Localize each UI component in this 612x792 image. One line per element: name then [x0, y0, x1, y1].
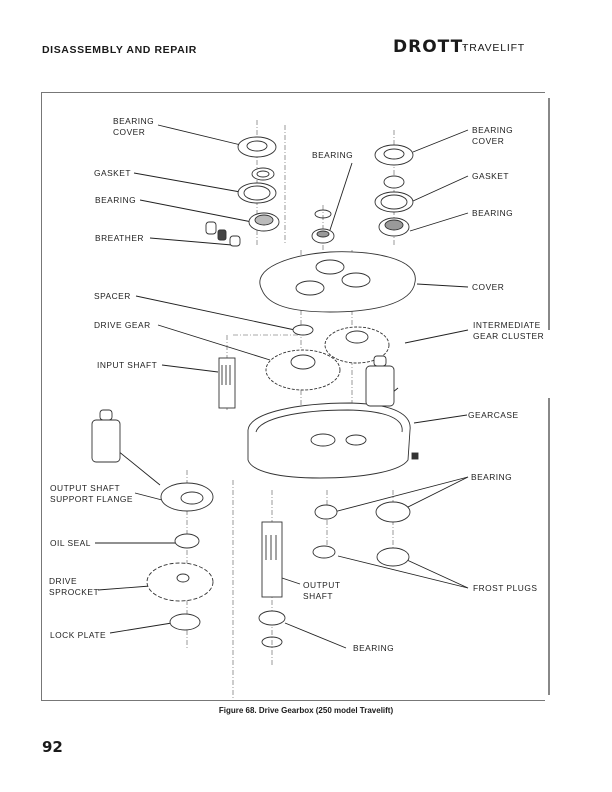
input-shaft-part: [218, 357, 236, 409]
leader-input-shaft: [161, 364, 219, 373]
label-bearing-center: BEARING: [312, 150, 354, 160]
seal-left-part: [251, 167, 275, 181]
leader-lock-plate: [109, 621, 179, 634]
leader-breather: [149, 237, 233, 246]
oil-seal-part: [174, 533, 200, 549]
bearing-lower-left-part: [314, 504, 338, 520]
leader-bearing-right: [409, 212, 469, 232]
label-bearing-left: BEARING: [95, 195, 137, 205]
margin-rule-top: [548, 98, 550, 330]
leader-bearing-lower-b: [401, 476, 469, 511]
label-bearing-cover-left: BEARING COVER: [113, 116, 155, 137]
section-title: DISASSEMBLY AND REPAIR: [42, 44, 197, 56]
label-bearing-right: BEARING: [472, 208, 514, 218]
label-oil-seal: OIL SEAL: [50, 538, 91, 548]
drive-gear-part: [265, 349, 341, 391]
leader-cover: [416, 283, 469, 288]
page-number: 92: [42, 738, 63, 756]
label-intermediate-gear-cluster: INTERMEDIATE GEAR CLUSTER: [473, 320, 545, 341]
seal-right-part: [383, 175, 405, 189]
leader-gasket-right: [412, 175, 469, 202]
margin-rule-bottom: [548, 398, 550, 695]
brand-mark: ·: [463, 42, 468, 52]
label-output-shaft: OUTPUT SHAFT: [303, 580, 341, 601]
output-shaft-flange-part: [160, 482, 214, 512]
gasket-right-part: [374, 191, 414, 213]
output-shaft-part: [261, 521, 283, 598]
leader-bearing-left: [139, 199, 253, 223]
label-bearing-cover-right: BEARING COVER: [472, 125, 514, 146]
leader-bearing-cover-left: [157, 124, 246, 147]
bearing-left-part: [248, 212, 280, 232]
label-bearing-lower-right: BEARING: [471, 472, 513, 482]
bearing-right-part: [378, 217, 410, 237]
leader-lines: [95, 124, 469, 649]
leader-bearing-lower-a: [329, 476, 469, 514]
brand-logo: DROTT·: [393, 37, 467, 57]
drive-sprocket-part: [146, 562, 214, 602]
leader-gasket-left: [133, 172, 247, 194]
label-output-shaft-support-flange: OUTPUT SHAFT SUPPORT FLANGE: [50, 483, 134, 504]
bearing-lower-right-part: [375, 501, 411, 523]
bearing-center-part: [311, 209, 335, 244]
frost-plug-large-part: [376, 547, 410, 567]
product-name: TRAVELIFT: [462, 42, 526, 54]
label-spacer: SPACER: [94, 291, 131, 301]
leader-bearing-cover-right: [412, 129, 469, 153]
leader-bearing-bottom: [284, 622, 347, 649]
figure-frame: [41, 92, 545, 701]
leader-output-shaft: [281, 577, 301, 585]
leader-sprocket: [97, 585, 151, 591]
label-breather: BREATHER: [95, 233, 144, 243]
frost-plug-small-part: [312, 545, 336, 559]
leader-intermediate-gear: [404, 329, 469, 344]
leader-frost-plug-b: [406, 559, 469, 589]
gearcase-part: [247, 402, 419, 479]
label-cover: COVER: [472, 282, 505, 292]
figure-caption: Figure 68. Drive Gearbox (250 model Trav…: [218, 706, 394, 715]
label-frost-plugs: FROST PLUGS: [473, 583, 538, 593]
label-drive-sprocket: DRIVE SPROCKET: [49, 576, 100, 597]
brand-name: DROTT: [393, 37, 464, 57]
gasket-left-part: [237, 182, 277, 204]
leader-bearing-center: [329, 162, 353, 231]
lock-plate-part: [169, 613, 201, 631]
spacer-part: [292, 324, 314, 336]
label-lock-plate: LOCK PLATE: [50, 630, 107, 640]
label-gasket-right: GASKET: [472, 171, 509, 181]
label-bearing-bottom: BEARING: [353, 643, 395, 653]
cover-part: [259, 251, 416, 313]
leader-spacer: [135, 295, 296, 331]
label-gearcase: GEARCASE: [468, 410, 519, 420]
leader-drive-gear: [157, 324, 271, 361]
leader-frost-plug-a: [337, 555, 469, 589]
bearing-bottom-part: [258, 610, 286, 648]
loctite-bottle-left: [91, 409, 121, 463]
label-gasket-left: GASKET: [94, 168, 131, 178]
label-drive-gear: DRIVE GEAR: [94, 320, 151, 330]
bearing-cover-left-part: [237, 136, 277, 158]
intermediate-gear-part: [324, 326, 390, 364]
breather-part: [205, 221, 241, 247]
label-input-shaft: INPUT SHAFT: [97, 360, 158, 370]
leader-flange: [134, 492, 163, 501]
bearing-cover-right-part: [374, 144, 414, 166]
leader-gearcase: [413, 414, 468, 424]
loctite-bottle-right: [365, 355, 395, 407]
